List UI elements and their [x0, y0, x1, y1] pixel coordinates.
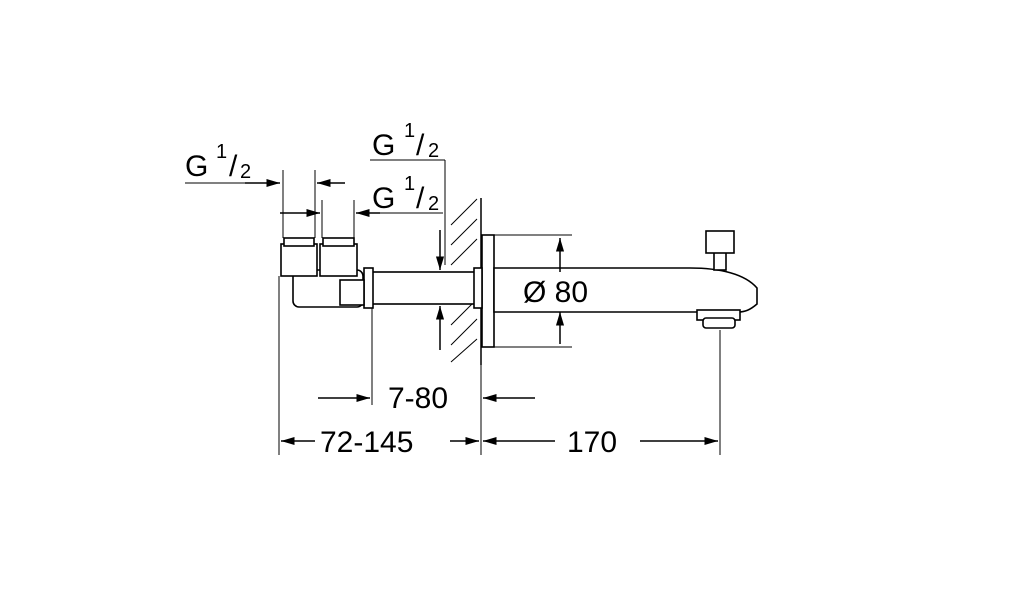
thread-slash-mid: /	[416, 182, 425, 215]
thread-callout-left: G 1 / 2	[185, 141, 345, 238]
thread-den-mid: 2	[428, 193, 439, 215]
diverter-knob	[705, 230, 735, 271]
thread-den-top: 2	[428, 140, 439, 162]
thread-num-mid: 1	[404, 173, 415, 195]
length-right-label: 170	[567, 426, 617, 459]
thread-letter-mid: G	[372, 182, 395, 215]
wall-flange	[481, 234, 495, 348]
thread-callout-mid: G 1 / 2	[280, 173, 443, 238]
thread-num-top: 1	[404, 120, 415, 142]
thread-den-left: 2	[240, 161, 251, 183]
thread-letter-top: G	[372, 129, 395, 162]
thread-num-left: 1	[216, 141, 227, 163]
length-dimensions: 72-145 170	[278, 276, 721, 459]
inlet-fittings	[280, 237, 365, 308]
spout	[493, 267, 758, 329]
connecting-pipe	[363, 267, 483, 309]
diameter-dimension: Ø 80	[494, 234, 588, 348]
thread-slash-left: /	[229, 150, 238, 183]
length-left-label: 72-145	[320, 426, 413, 459]
thread-slash-top: /	[416, 129, 425, 162]
diameter-label: Ø 80	[523, 276, 588, 309]
depth-dimension: 7-80	[318, 308, 535, 455]
depth-label: 7-80	[388, 382, 448, 415]
thread-letter-left: G	[185, 150, 208, 183]
thread-callout-top: G 1 / 2	[370, 120, 446, 350]
